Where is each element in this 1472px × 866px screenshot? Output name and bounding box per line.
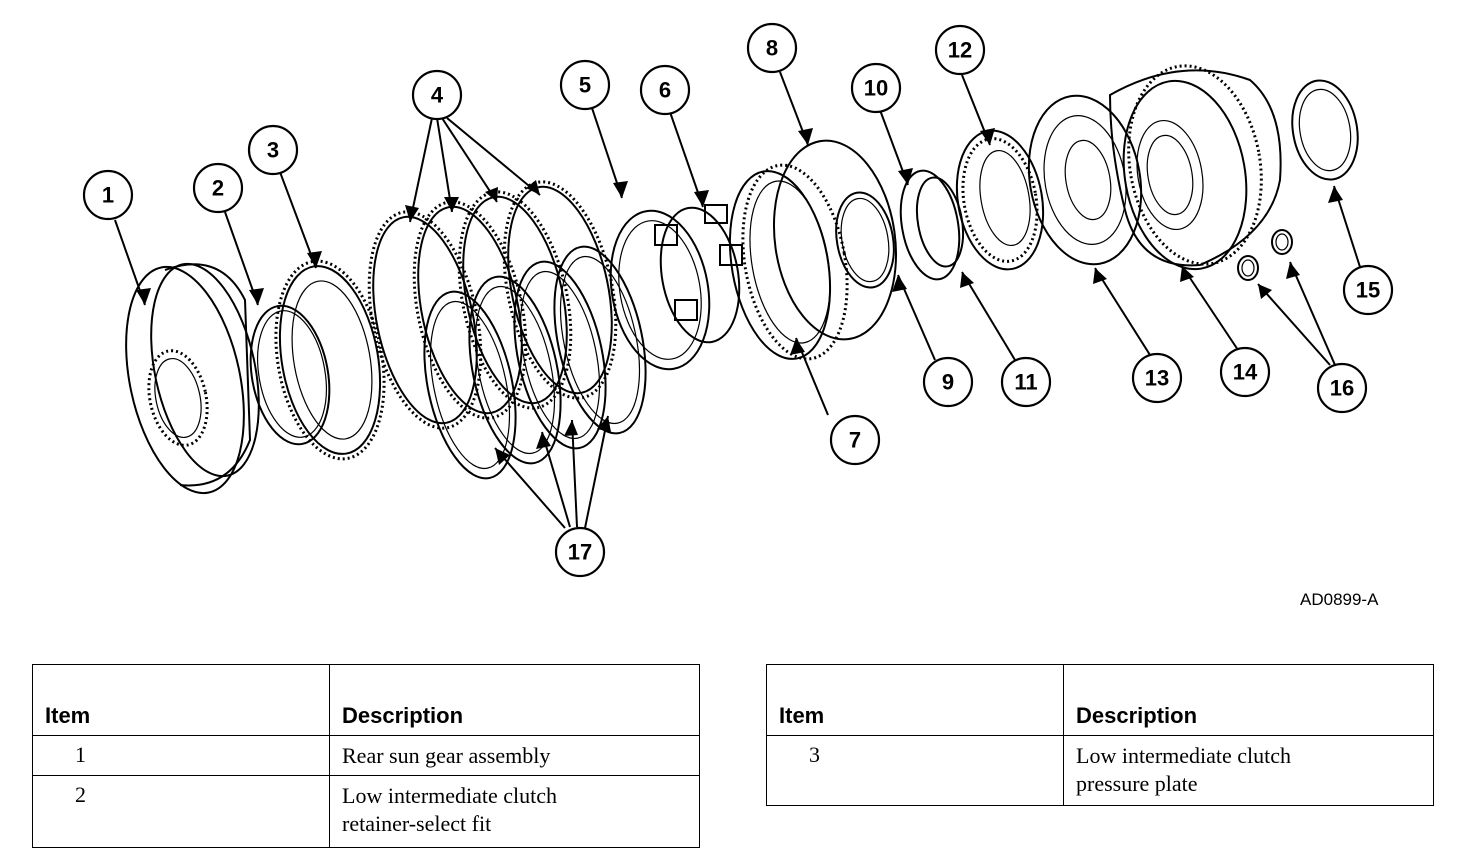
column-header-item: Item: [45, 703, 91, 728]
callout-5: 5: [559, 59, 611, 111]
callout-1: 1: [82, 169, 134, 221]
callout-16: 16: [1316, 362, 1368, 414]
part-5-spring: [609, 209, 711, 371]
callout-15: 15: [1342, 264, 1394, 316]
table-row: 3 Low intermediate clutch pressure plate: [766, 735, 1434, 806]
item-description: Low intermediate clutch retainer-select …: [342, 783, 558, 836]
callout-11: 11: [1000, 356, 1052, 408]
svg-text:17: 17: [568, 540, 592, 565]
callout-14: 14: [1219, 346, 1271, 398]
callout-3: 3: [247, 124, 299, 176]
svg-text:2: 2: [212, 176, 224, 201]
exploded-parts-diagram: 1 2 3 4 5 6 7 8 9 10 11 12: [82, 22, 1394, 578]
part-15-washer: [1291, 79, 1359, 181]
part-7-gear-ring: [728, 163, 849, 361]
parts-table-left: Item Description 1 Rear sun gear assembl…: [32, 664, 700, 848]
part-10-11-race: [899, 169, 965, 281]
callout-4: 4: [411, 69, 463, 121]
table-row: 1 Rear sun gear assembly: [32, 735, 700, 776]
svg-text:10: 10: [864, 76, 888, 101]
svg-text:7: 7: [849, 428, 861, 453]
item-number: 1: [75, 742, 86, 767]
table-header-row: Item Description: [766, 664, 1434, 736]
svg-text:14: 14: [1233, 360, 1258, 385]
arrowheads: [136, 128, 1343, 465]
column-header-description: Description: [1076, 703, 1198, 728]
part-3-pressure-plate: [274, 259, 386, 461]
column-header-description: Description: [342, 703, 464, 728]
callout-2: 2: [192, 162, 244, 214]
svg-text:15: 15: [1356, 278, 1380, 303]
leader-lines: [114, 71, 1361, 529]
callout-9: 9: [922, 356, 974, 408]
part-1-rear-sun-gear: [125, 262, 260, 495]
callout-6: 6: [639, 64, 691, 116]
table-row: 2 Low intermediate clutch retainer-selec…: [32, 775, 700, 848]
callout-13: 13: [1131, 352, 1183, 404]
item-description: Rear sun gear assembly: [342, 743, 551, 768]
svg-text:11: 11: [1014, 370, 1037, 395]
part-14-drum: [1108, 64, 1282, 271]
part-9-ring: [835, 191, 895, 289]
svg-text:6: 6: [659, 78, 671, 103]
svg-text:3: 3: [267, 138, 279, 163]
part-8-snap-ring: [772, 139, 898, 341]
parts-table-right: Item Description 3 Low intermediate clut…: [766, 664, 1434, 806]
svg-text:5: 5: [579, 73, 591, 98]
column-header-item: Item: [779, 703, 825, 728]
callout-17: 17: [554, 526, 606, 578]
svg-text:1: 1: [102, 183, 114, 208]
item-number: 3: [809, 742, 820, 767]
svg-text:4: 4: [431, 83, 444, 108]
callout-12: 12: [934, 24, 986, 76]
callout-7: 7: [829, 414, 881, 466]
svg-text:16: 16: [1330, 376, 1354, 401]
table-header-row: Item Description: [32, 664, 700, 736]
part-2-retainer: [249, 304, 331, 446]
svg-text:8: 8: [766, 36, 778, 61]
svg-text:12: 12: [948, 38, 972, 63]
part-16-seals: [1237, 229, 1293, 281]
svg-text:13: 13: [1145, 366, 1169, 391]
item-description: Low intermediate clutch pressure plate: [1076, 743, 1292, 796]
svg-text:9: 9: [942, 370, 954, 395]
part-12-one-way-clutch: [955, 129, 1045, 271]
callout-10: 10: [850, 62, 902, 114]
part-6-clip: [654, 204, 743, 344]
item-number: 2: [75, 782, 86, 807]
callout-8: 8: [746, 22, 798, 74]
part-4-17-clutch-plates: [367, 180, 647, 480]
figure-id-label: AD0899-A: [1300, 590, 1379, 609]
